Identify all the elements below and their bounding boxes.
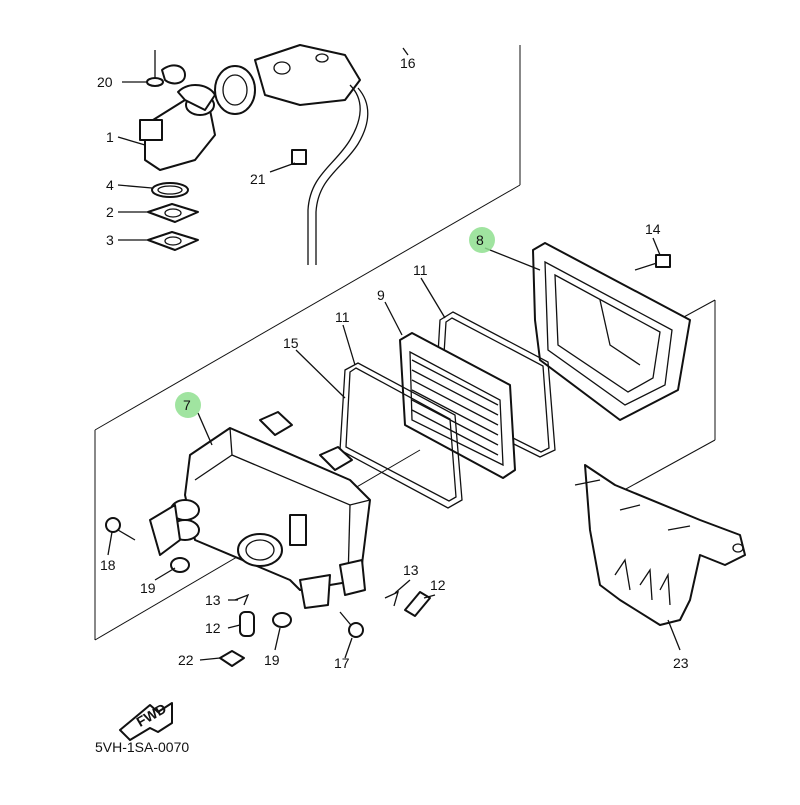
clip-13-left (234, 593, 250, 606)
gasket-2 (147, 203, 199, 223)
nut-22 (219, 650, 245, 667)
callout-17: 17 (334, 655, 350, 671)
callout-16: 16 (400, 55, 416, 71)
filter-element-9 (399, 332, 516, 479)
callout-11-rear: 11 (413, 262, 428, 278)
callout-8-highlight (469, 227, 495, 253)
callout-3: 3 (106, 232, 114, 248)
fwd-arrow: FWD (119, 700, 173, 741)
callout-12-left: 12 (205, 620, 221, 636)
callout-1: 1 (106, 129, 114, 145)
grommet-19-left (170, 557, 190, 573)
frame-lines (94, 45, 716, 641)
callout-21: 21 (250, 171, 266, 187)
callout-7-highlight (175, 392, 201, 418)
callout-19-left: 19 (140, 580, 156, 596)
clip-13-right (384, 590, 400, 607)
screw-14 (634, 254, 671, 271)
callout-13-left: 13 (205, 592, 221, 608)
bracket-23 (574, 464, 746, 626)
callout-22: 22 (178, 652, 194, 668)
callout-18: 18 (100, 557, 116, 573)
plug-12-right (404, 591, 431, 617)
callout-23: 23 (673, 655, 689, 671)
clamp-top (214, 44, 361, 115)
plug-12-left (239, 611, 255, 637)
breather-hose (291, 84, 369, 265)
callout-14: 14 (645, 221, 661, 237)
gasket-3 (147, 231, 199, 251)
callout-20: 20 (97, 74, 113, 90)
callout-19-right: 19 (264, 652, 280, 668)
bolt-18 (105, 517, 136, 541)
callout-9: 9 (377, 287, 385, 303)
leader-lines (107, 47, 681, 661)
callout-11-front: 11 (335, 309, 350, 325)
air-box-case-7 (149, 411, 371, 609)
intake-joint (139, 84, 216, 171)
callout-labels: 20 1 4 2 3 16 21 8 14 11 9 11 15 7 18 19… (97, 55, 689, 671)
air-box-cover-8 (532, 242, 691, 421)
callout-7: 7 (183, 397, 191, 413)
callout-8: 8 (476, 232, 484, 248)
callout-2: 2 (106, 204, 114, 220)
callout-4: 4 (106, 177, 114, 193)
grommet-19-right (272, 612, 292, 628)
callout-15: 15 (283, 335, 299, 351)
callout-12-right: 12 (430, 577, 446, 593)
bolt-17 (339, 611, 364, 638)
o-ring-4 (151, 182, 189, 198)
footer-code: 5VH-1SA-0070 (95, 739, 189, 755)
screw-20 (146, 50, 186, 87)
callout-13-right: 13 (403, 562, 419, 578)
